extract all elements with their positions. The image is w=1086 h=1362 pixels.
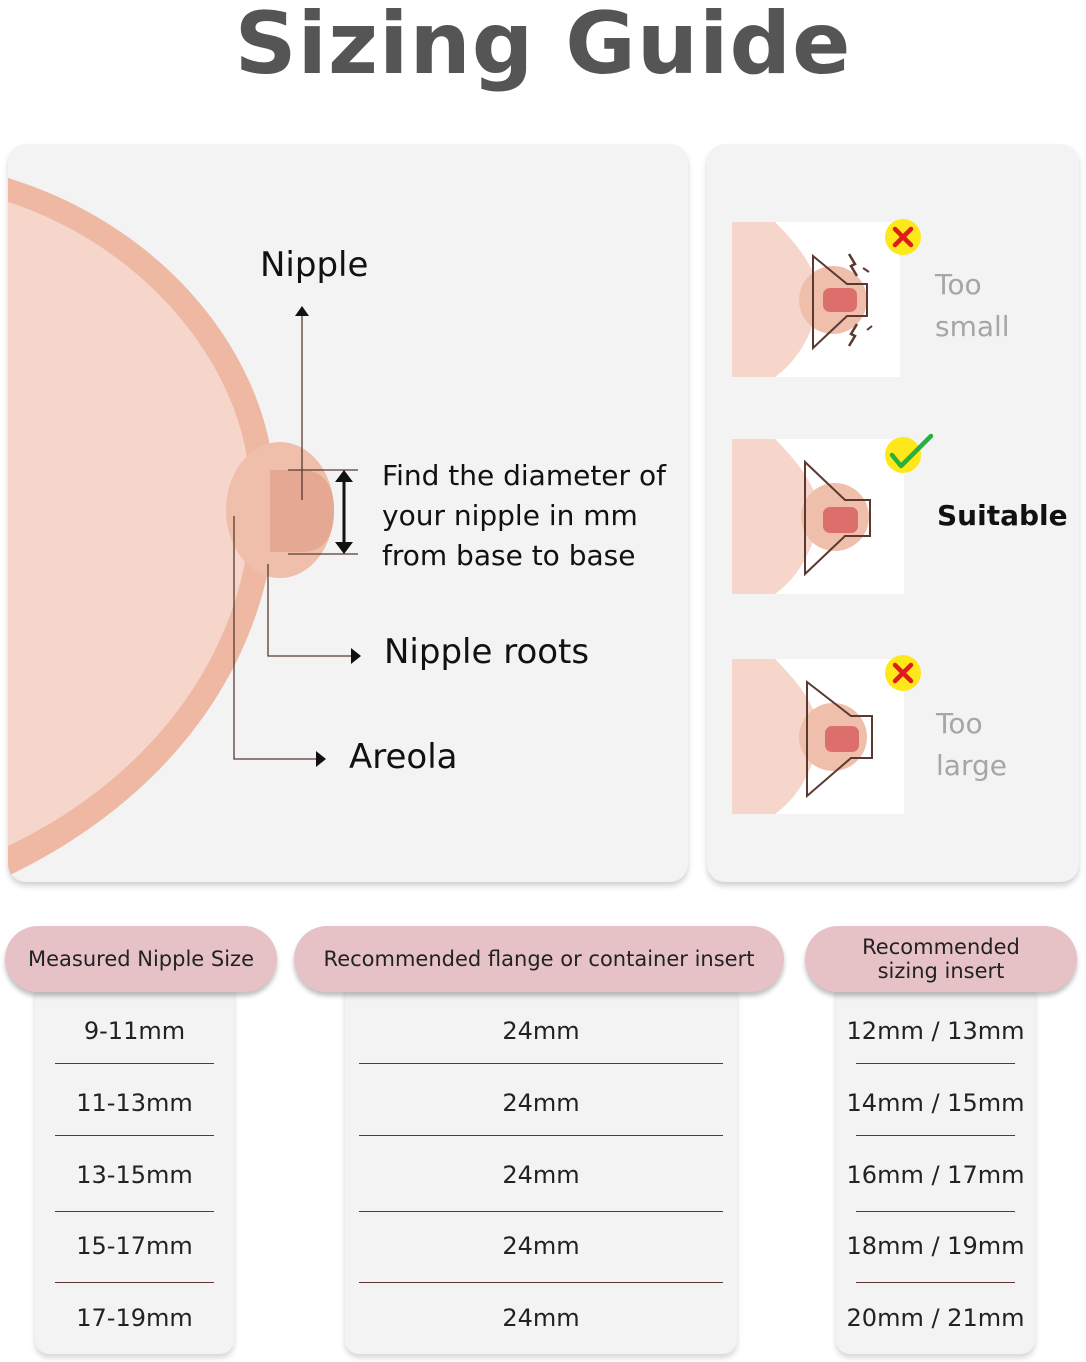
- table-cell: 24mm: [502, 1161, 580, 1189]
- row-divider: [359, 1211, 723, 1212]
- table-cell: 12mm / 13mm: [846, 1017, 1025, 1045]
- row-divider: [55, 1063, 214, 1064]
- instruction-line: your nipple in mm: [382, 499, 638, 532]
- row-divider: [55, 1211, 214, 1212]
- anatomy-illustration: [8, 178, 361, 876]
- fit-label-too-small: Too small: [935, 268, 1010, 343]
- table-cell: 24mm: [502, 1232, 580, 1260]
- table-cell: 15-17mm: [76, 1232, 193, 1260]
- table-cell: 18mm / 19mm: [846, 1232, 1025, 1260]
- table-cell: 14mm / 15mm: [846, 1089, 1025, 1117]
- table-cell: 17-19mm: [76, 1304, 193, 1332]
- fit-suitable-illustration: [732, 439, 904, 594]
- row-divider: [856, 1211, 1015, 1212]
- column-sizing-insert: 12mm / 13mm 14mm / 15mm 16mm / 17mm 18mm / …: [836, 988, 1035, 1354]
- x-icon: [885, 655, 921, 691]
- check-icon: [885, 433, 934, 473]
- fit-label-suitable: Suitable: [937, 499, 1068, 532]
- row-divider: [856, 1282, 1015, 1283]
- table-cell: 24mm: [502, 1017, 580, 1045]
- fit-label-too-large: Too large: [936, 707, 1007, 782]
- fit-comparison-panel: Too small Suitable Too large: [707, 144, 1079, 882]
- diameter-arrow-top: [335, 470, 353, 482]
- table-cell: 24mm: [502, 1304, 580, 1332]
- page-title: Sizing Guide: [234, 0, 852, 94]
- row-divider: [55, 1282, 214, 1283]
- table-cell: 13-15mm: [76, 1161, 193, 1189]
- row-divider: [359, 1063, 723, 1064]
- table-cell: 9-11mm: [83, 1017, 186, 1045]
- header-flange-insert: Recommended flange or container insert: [294, 926, 784, 992]
- table-cell: 20mm / 21mm: [846, 1304, 1025, 1332]
- row-divider: [359, 1135, 723, 1136]
- column-flange-insert: 24mm 24mm 24mm 24mm 24mm: [345, 988, 737, 1354]
- row-divider: [856, 1063, 1015, 1064]
- header-sizing-insert: Recommended sizing insert: [805, 926, 1077, 992]
- header-measured-size: Measured Nipple Size: [5, 926, 277, 992]
- nipple-label: Nipple: [260, 245, 369, 285]
- row-divider: [856, 1135, 1015, 1136]
- table-cell: 24mm: [502, 1089, 580, 1117]
- instruction-line: from base to base: [382, 539, 636, 572]
- nipple-arrowhead: [295, 306, 309, 316]
- areola-label: Areola: [349, 737, 458, 777]
- nipple-roots-label: Nipple roots: [384, 632, 590, 672]
- instruction-line: Find the diameter of: [382, 459, 666, 492]
- areola-arrowhead: [316, 751, 326, 767]
- fit-too-large-illustration: [732, 659, 904, 814]
- roots-arrowhead: [351, 648, 361, 664]
- diameter-arrow-bottom: [335, 542, 353, 554]
- column-measured-size: 9-11mm 11-13mm 13-15mm 15-17mm 17-19mm: [35, 988, 234, 1354]
- fit-illustrations: [732, 219, 934, 814]
- nipple-shape: [270, 470, 334, 552]
- table-cell: 11-13mm: [76, 1089, 193, 1117]
- table-cell: 16mm / 17mm: [846, 1161, 1025, 1189]
- breast-fill: [8, 202, 251, 846]
- measure-instruction: Find the diameter of your nipple in mm f…: [382, 456, 682, 576]
- fit-too-small-illustration: [732, 222, 900, 377]
- row-divider: [55, 1135, 214, 1136]
- x-icon: [885, 219, 921, 255]
- row-divider: [359, 1282, 723, 1283]
- anatomy-diagram-panel: Nipple Find the diameter of your nipple …: [8, 144, 688, 882]
